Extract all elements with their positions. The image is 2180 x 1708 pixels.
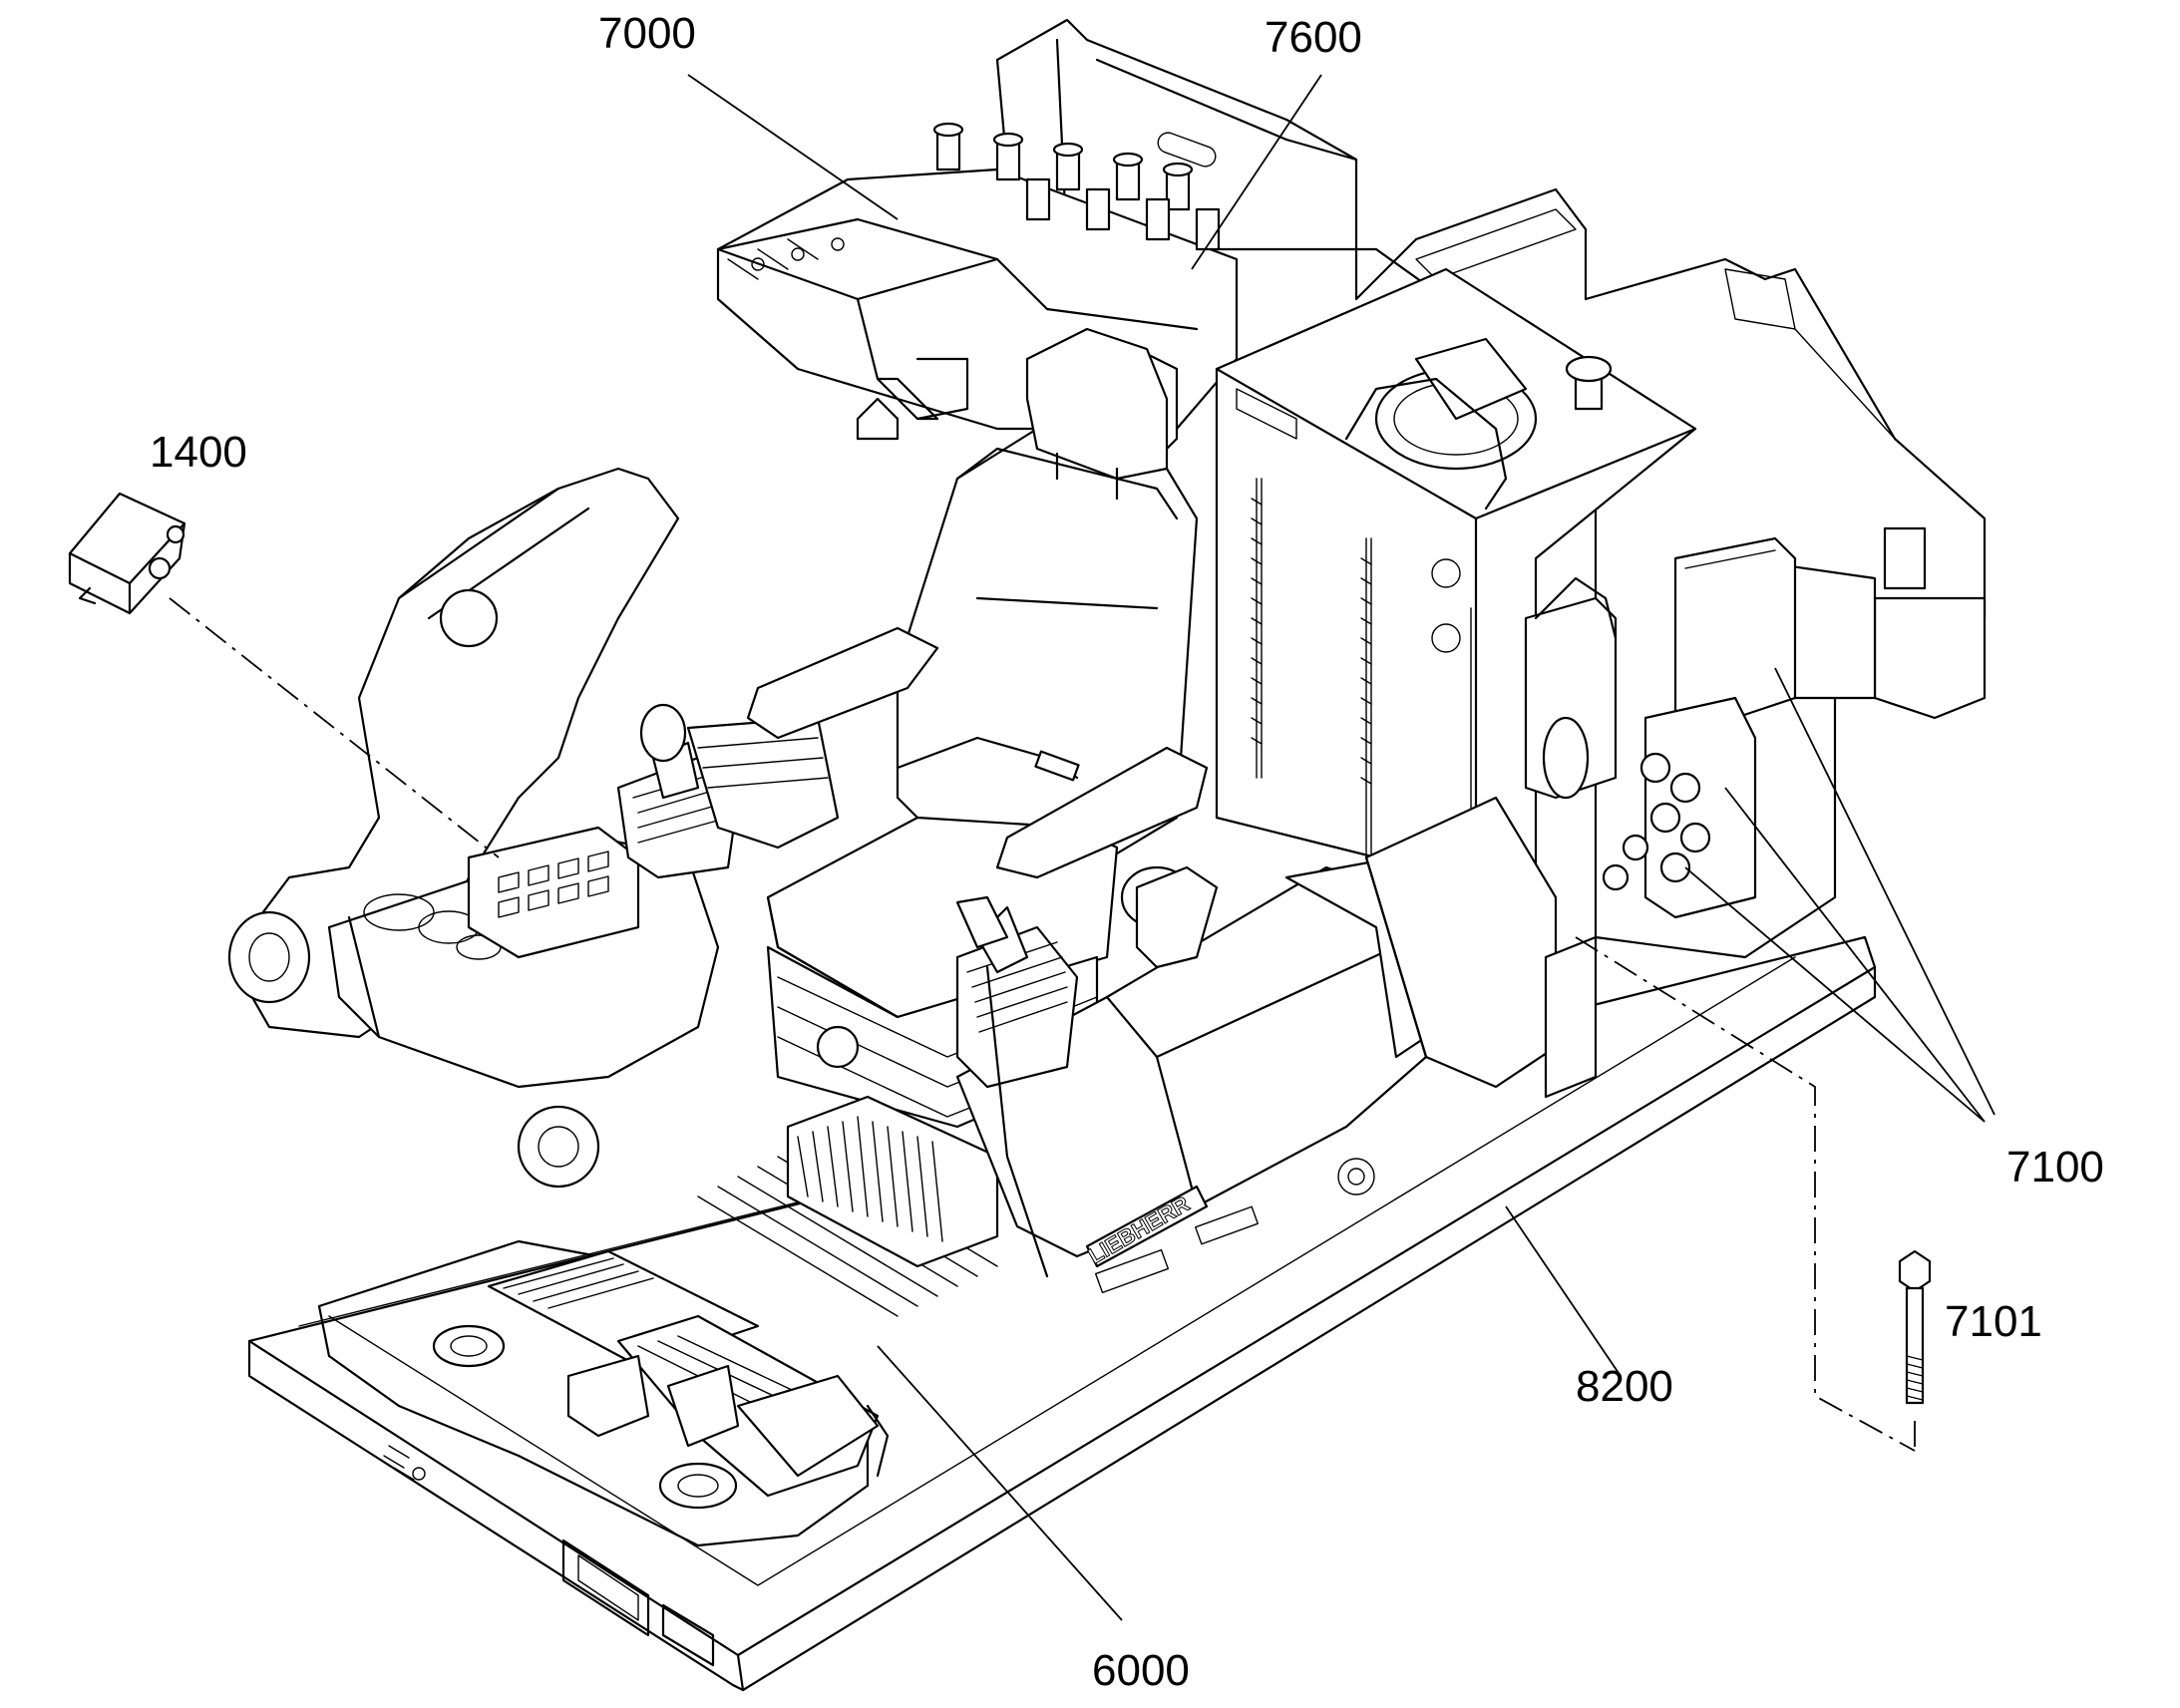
- leader-lines: [687, 74, 1996, 1621]
- callout-7600: 7600: [1265, 13, 1362, 62]
- callout-7101: 7101: [1945, 1297, 2042, 1346]
- part-1400: [68, 492, 186, 615]
- stowage-box: [1364, 796, 1598, 1099]
- floor-logo-icon: [383, 1445, 426, 1481]
- operator-seat: [746, 327, 1209, 1268]
- part-7101-bolt: [1898, 1249, 1932, 1405]
- hydraulic-tank: [1215, 267, 1697, 939]
- callout-7000: 7000: [598, 9, 696, 58]
- left-console: [227, 467, 840, 1189]
- assembly-axes: [169, 597, 1916, 1452]
- pedal-assembly: [432, 1249, 890, 1510]
- switch-panel: [467, 826, 640, 959]
- callout-labels: 7000 7600 1400 7100 7101 8200 6000: [150, 9, 2104, 1695]
- callout-6000: 6000: [1092, 1646, 1190, 1695]
- electrical-box: [1524, 536, 1797, 919]
- callout-8200: 8200: [1576, 1362, 1673, 1411]
- fitting-cluster: [1602, 752, 1711, 891]
- callout-1400: 1400: [150, 428, 247, 477]
- callout-7100: 7100: [2006, 1143, 2104, 1192]
